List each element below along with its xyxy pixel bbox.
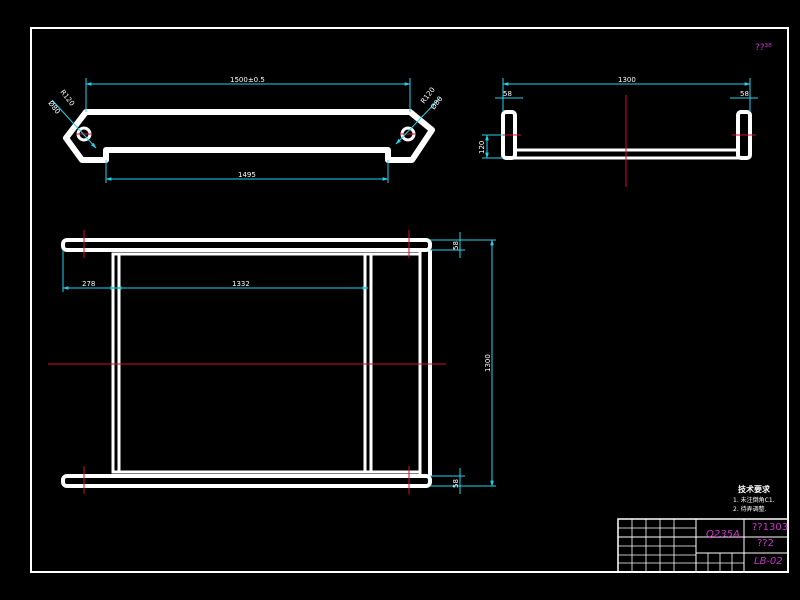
overall-dim-text: 1500±0.5	[230, 76, 265, 84]
inner-dim-text: 1495	[238, 171, 256, 179]
tech-requirement-2: 2. 待弄调整.	[733, 505, 767, 513]
left-leader	[51, 99, 97, 149]
plan-top-bar	[61, 238, 432, 252]
title-material: Q235A	[706, 529, 740, 540]
drawing-border	[30, 27, 789, 573]
plan-top-bar-text: 58	[452, 241, 460, 250]
plan-offset-text: 278	[82, 280, 95, 288]
side-height-text: 120	[478, 141, 486, 154]
title-block-frame	[617, 518, 789, 573]
top-view: 1500±0.5 1495 R120 Ø80 R120 Ø80	[46, 76, 444, 183]
left-hole-text: Ø80	[46, 99, 61, 115]
side-width-text: 1300	[618, 76, 636, 84]
left-radius-text: R120	[58, 88, 76, 107]
title-drawing-number: LB-02	[754, 556, 783, 567]
right-leader	[395, 97, 441, 145]
plan-view: 278 1332 1300 58 58	[48, 230, 496, 494]
tech-requirements-title: 技术要求	[738, 484, 771, 494]
side-view: 1300 58 58 120	[478, 76, 758, 187]
plan-right-post	[363, 252, 373, 474]
tech-requirement-1: 1. 未注倒角C1.	[733, 496, 775, 504]
plan-bottom-bar-text: 58	[452, 479, 460, 488]
plan-bottom-bar	[61, 474, 432, 488]
title-drawing-name: ??1303	[752, 522, 788, 533]
plan-left-post	[111, 252, 121, 474]
plan-span-text: 1332	[232, 280, 250, 288]
tech-requirements: 技术要求 1. 未注倒角C1. 2. 待弄调整.	[733, 484, 775, 513]
side-left-leg-text: 58	[503, 90, 512, 98]
corner-label: ??³⁸	[755, 43, 772, 53]
side-right-leg-text: 58	[740, 90, 749, 98]
title-block: ??1303 Q235A ??2 LB-02	[617, 518, 789, 573]
top-view-frame-outline	[63, 109, 435, 163]
title-quantity: ??2	[757, 538, 774, 549]
plan-depth-text: 1300	[484, 354, 492, 372]
